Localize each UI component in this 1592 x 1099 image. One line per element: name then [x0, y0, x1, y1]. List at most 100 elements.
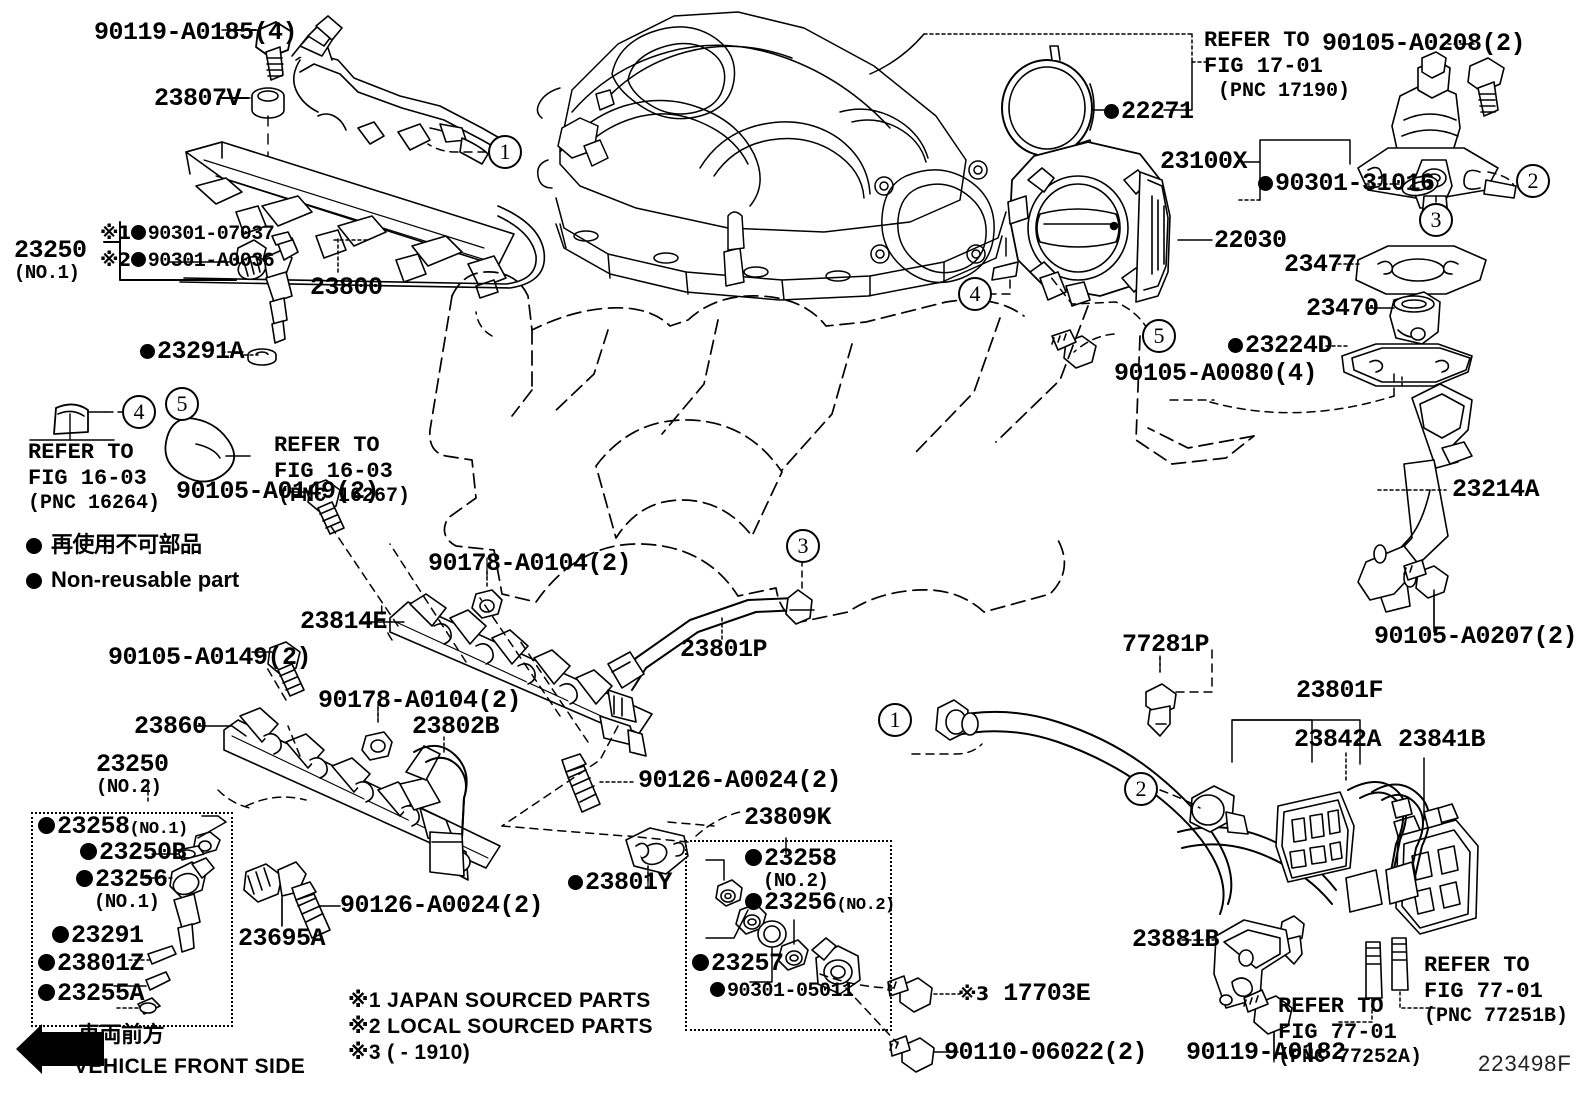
- part-code-22271: 22271: [1121, 97, 1194, 126]
- refer-line2: FIG 77-01: [1278, 1019, 1397, 1045]
- vehicle-front-label-en: VEHICLE FRONT SIDE: [74, 1055, 306, 1078]
- part-label-90105-a0149-lower: 90105-A0149(2): [108, 643, 312, 672]
- refer-fig-77-01-a: REFER TO FIG 77-01 (PNC 77252A): [1278, 994, 1422, 1070]
- part-sub-23250-no2: (NO.2): [96, 776, 162, 799]
- non-reusable-dot: [130, 252, 146, 267]
- stud-pins-art: [1365, 937, 1409, 999]
- non-reusable-dot: [140, 344, 155, 359]
- callout-5-mid: 5: [1142, 319, 1176, 353]
- part-label-90105-a0149-upper: 90105-A0149(2): [176, 477, 380, 506]
- part-label-90178-a0104-lower: 90178-A0104(2): [318, 686, 522, 715]
- callout-3-mid: 3: [786, 529, 820, 563]
- vehicle-front-arrow-icon: [16, 1024, 104, 1074]
- bracket-23214a-art: [1357, 383, 1473, 613]
- clamp-90178-a0104-lower-art: [361, 701, 393, 761]
- refer-fig-16-03-a: REFER TO FIG 16-03 (PNC 16264): [28, 440, 160, 516]
- box1-suffix-23256: (NO.1): [94, 891, 160, 914]
- legend-en-text: Non-reusable part: [51, 567, 240, 592]
- non-reusable-dot: [26, 538, 42, 554]
- part-code-23801y: 23801Y: [585, 868, 673, 897]
- box2-item-23257: 23257: [692, 950, 784, 977]
- fuel-rail-23860-art: [223, 707, 501, 881]
- refer-line3: (PNC 16264): [28, 491, 161, 515]
- part-label-90301-31016: 90301-31016: [1258, 169, 1435, 198]
- gasket-23477-art: [1355, 245, 1487, 295]
- part-label-23291a: 23291A: [140, 337, 245, 366]
- non-reusable-dot: [1104, 104, 1119, 119]
- refer-line3: (PNC 17190): [1218, 79, 1351, 103]
- refer-line1: REFER TO: [1204, 28, 1310, 53]
- box2-code-23258: 23258: [764, 844, 837, 873]
- refer-line1: REFER TO: [28, 440, 134, 465]
- box1-item-23291: 23291: [52, 921, 144, 950]
- non-reusable-dot: [1258, 176, 1273, 191]
- box1-code-23291: 23291: [71, 921, 144, 950]
- bolt-90126-a0024-upper-art: [561, 753, 601, 813]
- part-label-90105-a0080: 90105-A0080(4): [1114, 359, 1318, 388]
- callout-4-mid: 4: [958, 277, 992, 311]
- part-code-23291a: 23291A: [157, 337, 245, 366]
- note-line-1: ※1 JAPAN SOURCED PARTS: [348, 989, 651, 1012]
- part-label-23807v: 23807V: [154, 84, 242, 113]
- part-label-90105-a0208: 90105-A0208(2): [1322, 29, 1526, 58]
- bolt-90105-a0208-art: [1467, 57, 1505, 117]
- part-code-90301-31016: 90301-31016: [1275, 169, 1435, 198]
- bracket-23881b-art: [1213, 919, 1291, 1009]
- part-label-23695a: 23695A: [238, 924, 326, 953]
- refer-fig-17-01: REFER TO FIG 17-01 (PNC 17190): [1204, 28, 1350, 104]
- clamp-90178-a0104-upper-art: [471, 557, 503, 619]
- part-label-23214a: 23214A: [1452, 475, 1540, 504]
- gasket-23224d-art: [1341, 343, 1473, 387]
- fuel-pump-23100x-art: [1357, 51, 1517, 227]
- gasket-22271-art: [1001, 45, 1095, 157]
- box1-item-23255a: 23255A: [38, 980, 145, 1007]
- drawing-number: 223498F: [1478, 1051, 1572, 1076]
- fuel-rail-23814e-art: [389, 593, 653, 757]
- injector-kit-box-no1: [31, 812, 233, 1027]
- box1-item-23256: 23256 (NO.1): [76, 865, 168, 914]
- legend-japanese: 再使用不可部品: [26, 534, 202, 557]
- part-code-23250-no2: 23250: [96, 750, 169, 779]
- refer-line3: (PNC 77251B): [1424, 1004, 1569, 1028]
- part-label-23224d: 23224D: [1228, 332, 1333, 359]
- bolt-90105-a0149-lower-art: [267, 641, 305, 697]
- part-label-23881b: 23881B: [1132, 925, 1220, 954]
- bolt-90105-a0080-art: [1051, 329, 1097, 369]
- part-label-23801f: 23801F: [1296, 676, 1384, 705]
- part-label-90126-a0024-lower: 90126-A0024(2): [340, 891, 544, 920]
- part-label-90126-a0024-upper: 90126-A0024(2): [638, 766, 842, 795]
- clip-77281p-art: [1145, 655, 1177, 737]
- callout-2-top: 2: [1516, 164, 1550, 198]
- part-label-23801y: 23801Y: [568, 868, 673, 897]
- callout-3-top: 3: [1419, 203, 1453, 237]
- part-label-23814e: 23814E: [300, 607, 388, 636]
- intake-manifold-art: [536, 11, 1129, 301]
- legend-jp-text: 再使用不可部品: [51, 533, 202, 558]
- oring-90301-31016-art: [1401, 175, 1439, 197]
- part-label-23477: 23477: [1284, 250, 1357, 279]
- pcv-hose-16267-art: [164, 417, 251, 483]
- refer-fig-16-03-b: REFER TO FIG 16-03 (PNC 16267): [274, 433, 410, 509]
- refer-line2: FIG 17-01: [1204, 53, 1323, 79]
- box1-item-23250b: 23250B: [80, 838, 187, 867]
- non-reusable-dot: [26, 573, 42, 589]
- part-label-22271: 22271: [1104, 97, 1194, 126]
- non-reusable-dot: [745, 893, 762, 910]
- box1-injector-exploded-art: [137, 831, 221, 1015]
- part-label-22030: 22030: [1214, 226, 1287, 255]
- box1-code-23256: 23256: [95, 865, 168, 894]
- refer-line1: REFER TO: [1278, 994, 1384, 1019]
- box1-code-23250b: 23250B: [99, 838, 187, 867]
- bolt-90119-a0185-art: [227, 21, 293, 81]
- bolt-90119-a0182-art: [1243, 989, 1293, 1063]
- note-line-2: ※2 LOCAL SOURCED PARTS: [348, 1015, 653, 1038]
- refer-line1: REFER TO: [1424, 953, 1530, 978]
- non-reusable-dot: [568, 875, 583, 890]
- legend-english: Non-reusable part: [26, 568, 239, 591]
- grommet-23807v-art: [221, 87, 285, 161]
- box1-suffix-23258: (NO.1): [129, 820, 189, 839]
- seal-23291a-art: [247, 348, 277, 366]
